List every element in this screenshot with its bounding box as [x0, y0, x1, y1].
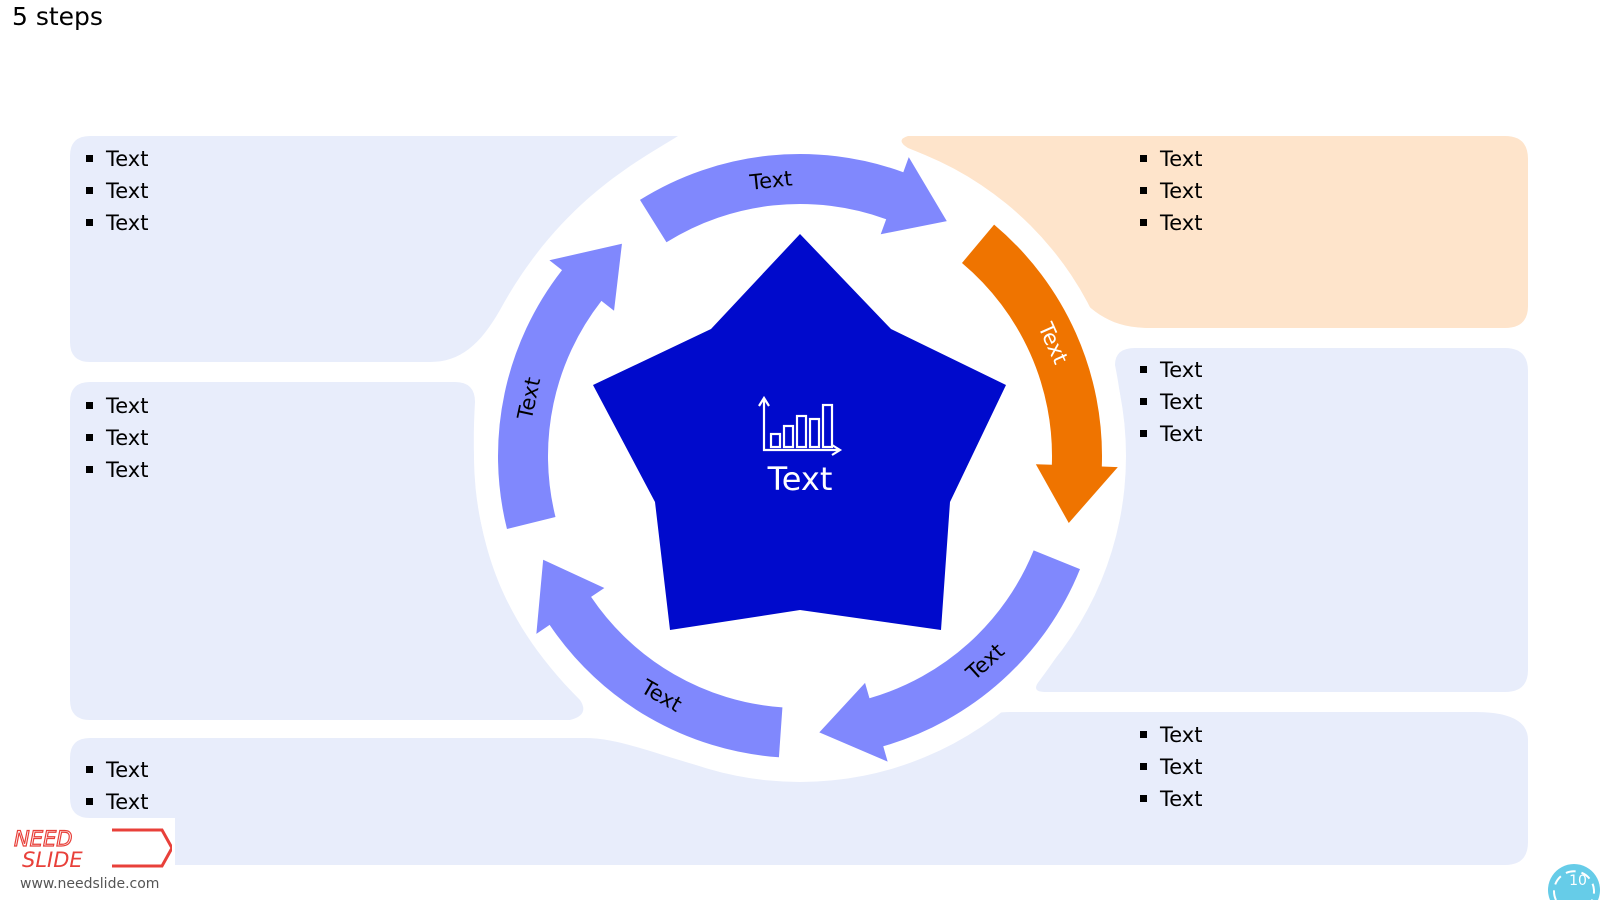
- cycle-step-label: Text: [748, 166, 794, 194]
- logo-top-word: NEED: [14, 827, 72, 851]
- panel-mid-right: [1036, 348, 1528, 692]
- list-item: Text: [1138, 783, 1202, 815]
- panel-mid-left: [70, 382, 584, 720]
- slide-title: 5 steps: [12, 2, 103, 31]
- list-item: Text: [84, 175, 148, 207]
- cycle-arrow: [639, 153, 947, 243]
- list-item: Text: [84, 422, 148, 454]
- list-item: Text: [84, 143, 148, 175]
- center-star: [593, 234, 1006, 630]
- list-item: Text: [84, 207, 148, 239]
- list-item: Text: [1138, 207, 1202, 239]
- list-item: Text: [1138, 418, 1202, 450]
- panel-top-right: [901, 136, 1528, 328]
- panel-top-left: [70, 136, 678, 362]
- panel-top-left-list: Text Text Text: [84, 143, 148, 239]
- panel-mid-right-list: Text Text Text: [1138, 354, 1202, 450]
- list-item: Text: [1138, 751, 1202, 783]
- list-item: Text: [1138, 719, 1202, 751]
- list-item: Text: [84, 454, 148, 486]
- panel-bottom: [70, 712, 1528, 865]
- bar-chart-icon: [758, 395, 843, 456]
- list-item: Text: [1138, 175, 1202, 207]
- cycle-arrow: [536, 559, 783, 758]
- list-item: Text: [84, 754, 148, 786]
- list-item: Text: [84, 786, 148, 818]
- list-item: Text: [84, 390, 148, 422]
- panel-bottom-right-list: Text Text Text: [1138, 719, 1202, 815]
- cycle-arrow: [497, 243, 622, 530]
- panel-bottom-left-list: Text Text: [84, 754, 148, 818]
- panel-top-right-list: Text Text Text: [1138, 143, 1202, 239]
- logo-bottom-word: SLIDE: [22, 848, 83, 871]
- cycle-arrow: [961, 224, 1118, 524]
- list-item: Text: [1138, 143, 1202, 175]
- panel-mid-left-list: Text Text Text: [84, 390, 148, 486]
- page-badge-icon: [1548, 864, 1600, 900]
- list-item: Text: [1138, 354, 1202, 386]
- needslide-logo: NEED SLIDE: [13, 826, 172, 871]
- footer-url: www.needslide.com: [20, 876, 160, 892]
- cycle-arrow: [819, 550, 1081, 762]
- center-label: Text: [767, 460, 833, 498]
- page-number: 10: [1569, 873, 1587, 889]
- list-item: Text: [1138, 386, 1202, 418]
